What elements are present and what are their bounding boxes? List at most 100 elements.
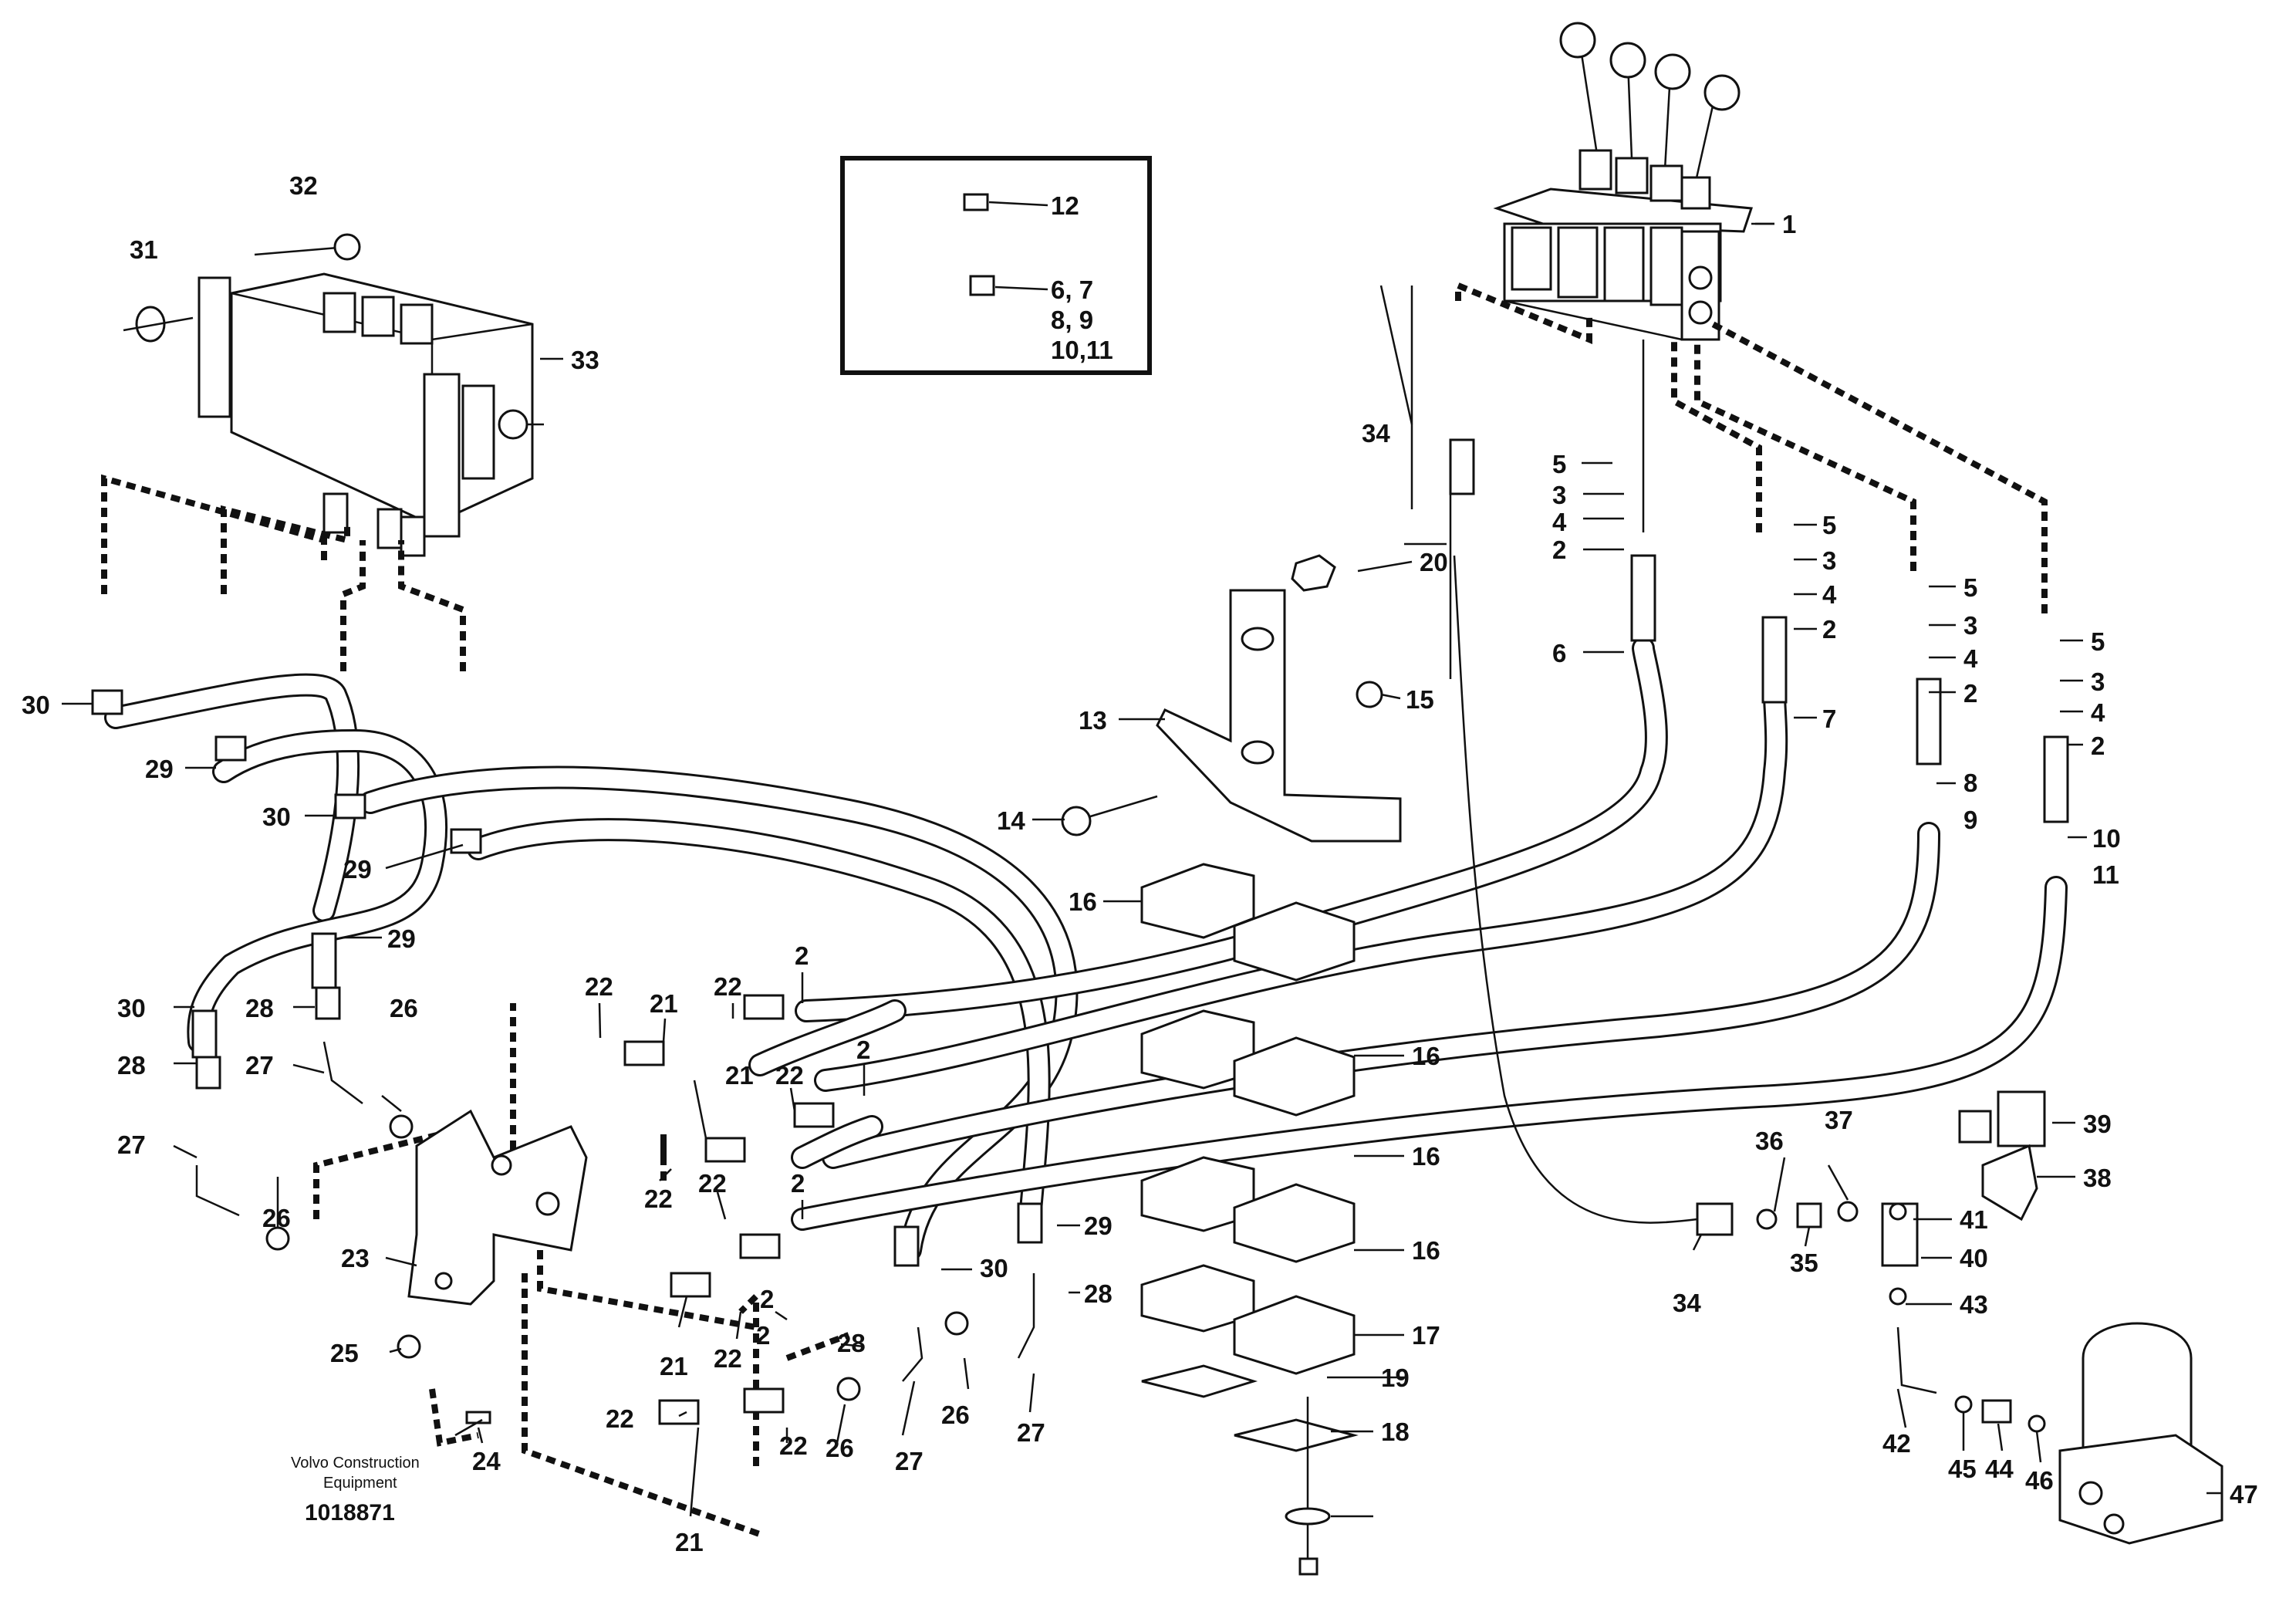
label-24: 24 [472, 1447, 501, 1475]
label-12: 12 [1051, 191, 1079, 220]
label-30-d: 30 [980, 1254, 1008, 1282]
label-25: 25 [330, 1339, 359, 1367]
drawing-number: 1018871 [305, 1500, 395, 1526]
label-14: 14 [997, 806, 1025, 835]
label-28-a: 28 [245, 994, 274, 1022]
label-17: 17 [1412, 1321, 1440, 1350]
fittings [91, 438, 2069, 1425]
label-29-a: 29 [145, 755, 174, 783]
label-45: 45 [1948, 1455, 1977, 1483]
label-22-d: 22 [644, 1184, 673, 1213]
label-35: 35 [1790, 1249, 1818, 1277]
label-3-a: 3 [1552, 481, 1566, 509]
label-3-c: 3 [1963, 611, 1977, 640]
label-29-b: 29 [343, 855, 372, 884]
leader-lines [62, 222, 2222, 1518]
label-39: 39 [2083, 1110, 2112, 1138]
label-27-b: 27 [117, 1130, 146, 1159]
label-4-c: 4 [1963, 644, 1978, 673]
valve-block-33 [123, 233, 544, 557]
label-6: 6 [1552, 639, 1566, 667]
label-2-a: 2 [1552, 536, 1566, 564]
label-26-b: 26 [262, 1204, 291, 1232]
label-11: 11 [2092, 860, 2119, 889]
label-21-b: 21 [725, 1061, 754, 1090]
label-22-c: 22 [775, 1061, 804, 1090]
label-8: 8 [1963, 769, 1977, 797]
label-38: 38 [2083, 1164, 2112, 1192]
label-34-bottom: 34 [1673, 1289, 1701, 1317]
control-valve-lever-assembly [1493, 22, 1774, 341]
label-2-g: 2 [791, 1169, 805, 1198]
hoses [104, 463, 2068, 1262]
label-22-g: 22 [606, 1404, 634, 1433]
label-23: 23 [341, 1244, 370, 1272]
label-34-top: 34 [1362, 419, 1390, 448]
label-33: 33 [571, 346, 599, 374]
label-30-a: 30 [22, 691, 50, 719]
company-name-line2: Equipment [323, 1475, 397, 1492]
label-32: 32 [289, 171, 318, 200]
label-1: 1 [1782, 210, 1796, 238]
label-47: 47 [2230, 1480, 2258, 1509]
label-7: 7 [1822, 705, 1836, 733]
label-2-c: 2 [1963, 679, 1977, 708]
part-number-labels: 1 12 6, 7 8, 9 10,11 32 31 33 34 5 3 4 2… [22, 171, 2258, 1556]
clamp-blocks [1140, 863, 1359, 1576]
label-5-a: 5 [1552, 450, 1566, 478]
company-name-line1: Volvo Construction [291, 1455, 420, 1472]
label-27-c: 27 [895, 1447, 923, 1475]
bracket-13 [1061, 554, 1402, 843]
label-46: 46 [2025, 1466, 2054, 1495]
label-2-d: 2 [2091, 732, 2105, 760]
label-4-a: 4 [1552, 508, 1567, 536]
label-5-c: 5 [1963, 573, 1977, 602]
cable-tie-detail-inset [840, 156, 1152, 375]
label-4-b: 4 [1822, 580, 1837, 609]
label-16-d: 16 [1412, 1236, 1440, 1265]
label-28-b: 28 [117, 1051, 146, 1080]
label-4-d: 4 [2091, 698, 2105, 727]
label-31: 31 [130, 235, 158, 264]
label-10-11: 10,11 [1051, 336, 1113, 364]
label-9: 9 [1963, 806, 1977, 834]
label-22-f: 22 [714, 1344, 742, 1373]
label-26-c: 26 [826, 1434, 854, 1462]
drawing-footer: Volvo Construction Equipment 1018871 [291, 1455, 420, 1526]
label-43: 43 [1960, 1290, 1988, 1319]
label-36: 36 [1755, 1127, 1784, 1155]
label-26-a: 26 [390, 994, 418, 1022]
label-28-d: 28 [837, 1329, 866, 1357]
label-2-h: 2 [760, 1285, 774, 1313]
bracket-23 [397, 1109, 588, 1437]
label-3-b: 3 [1822, 546, 1836, 575]
label-5-b: 5 [1822, 511, 1836, 539]
label-29-d: 29 [1084, 1211, 1113, 1240]
label-20: 20 [1420, 548, 1448, 576]
label-15-a: 15 [1406, 685, 1434, 714]
label-42: 42 [1882, 1429, 1911, 1458]
label-41: 41 [1960, 1205, 1988, 1234]
label-6-7: 6, 7 [1051, 275, 1093, 304]
label-21-d: 21 [675, 1528, 704, 1556]
label-28-c: 28 [1084, 1279, 1113, 1308]
label-30-b: 30 [262, 803, 291, 831]
label-21-a: 21 [650, 989, 678, 1018]
label-2-f: 2 [856, 1036, 870, 1064]
label-29-c: 29 [387, 924, 416, 953]
label-5-d: 5 [2091, 627, 2105, 656]
label-37: 37 [1825, 1106, 1853, 1134]
label-16-c: 16 [1412, 1142, 1440, 1171]
label-18: 18 [1381, 1418, 1410, 1446]
label-3-d: 3 [2091, 667, 2105, 696]
label-8-9: 8, 9 [1051, 306, 1093, 334]
label-40: 40 [1960, 1244, 1988, 1272]
label-21-c: 21 [660, 1352, 688, 1380]
label-27-a: 27 [245, 1051, 274, 1080]
label-27-d: 27 [1017, 1418, 1045, 1447]
label-13: 13 [1079, 706, 1107, 735]
label-22-b: 22 [714, 972, 742, 1001]
label-22-a: 22 [585, 972, 613, 1001]
label-26-d: 26 [941, 1401, 970, 1429]
